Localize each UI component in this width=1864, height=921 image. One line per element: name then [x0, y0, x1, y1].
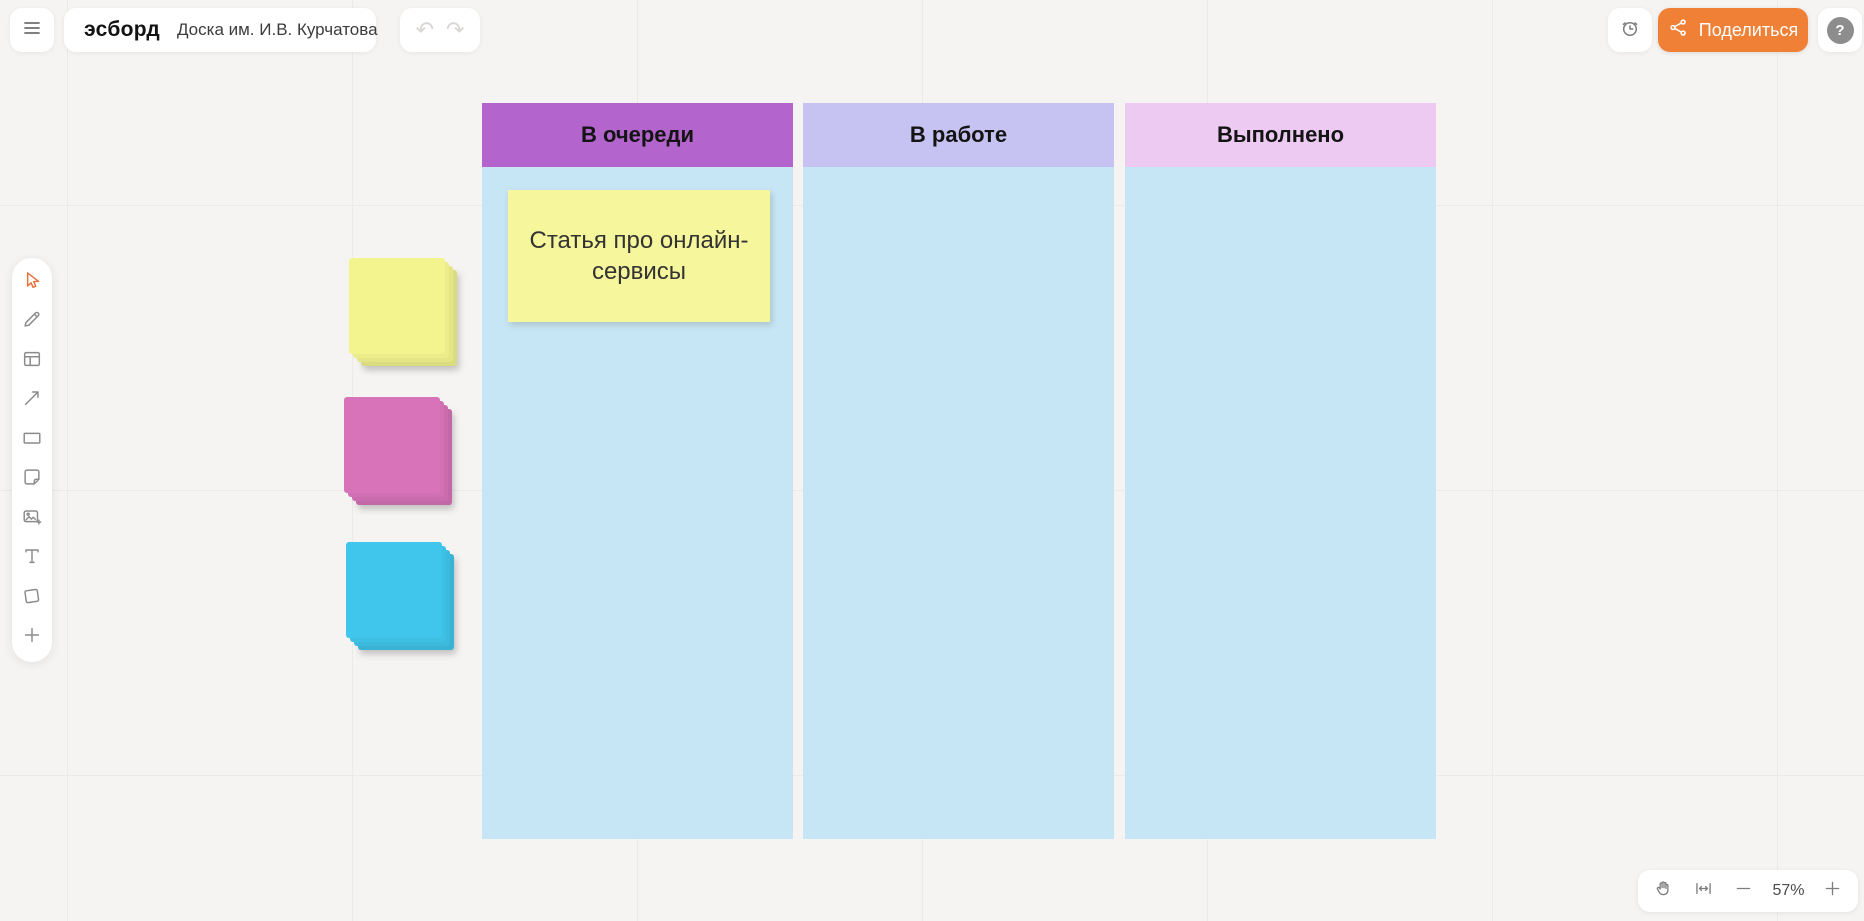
- image-plus-icon: [21, 506, 43, 533]
- share-button[interactable]: Поделиться: [1658, 8, 1808, 52]
- plus-icon: [21, 624, 43, 651]
- column-body[interactable]: Статья про онлайн-сервисы: [482, 167, 793, 839]
- pen-tool-button[interactable]: [20, 310, 44, 334]
- cursor-icon: [21, 269, 43, 296]
- hamburger-icon: [20, 16, 44, 45]
- help-button[interactable]: ?: [1818, 8, 1862, 52]
- arrow-icon: [21, 387, 43, 414]
- zoom-out-button[interactable]: [1732, 879, 1756, 903]
- frame-tool-button[interactable]: [20, 349, 44, 373]
- hand-tool-button[interactable]: [1651, 879, 1675, 903]
- undo-button[interactable]: ↶: [415, 17, 434, 42]
- zoom-controls: 57%: [1638, 870, 1858, 912]
- fit-width-icon: [1693, 878, 1714, 904]
- hamburger-menu-button[interactable]: [10, 8, 54, 52]
- shape-tool-button[interactable]: [20, 586, 44, 610]
- tools-panel: [12, 258, 52, 662]
- rotated-square-icon: [21, 585, 43, 612]
- pencil-icon: [21, 308, 43, 335]
- stopwatch-icon: [1618, 16, 1642, 45]
- app-logo: эсборд: [84, 18, 160, 41]
- connector-tool-button[interactable]: [20, 389, 44, 413]
- column-header[interactable]: В работе: [803, 103, 1114, 167]
- column-body[interactable]: [1125, 167, 1436, 839]
- zoom-in-button[interactable]: [1821, 879, 1845, 903]
- cyan-sticker-pad[interactable]: [346, 542, 454, 650]
- share-button-label: Поделиться: [1698, 19, 1799, 40]
- sticky-note[interactable]: Статья про онлайн-сервисы: [508, 190, 770, 322]
- zoom-level[interactable]: 57%: [1772, 882, 1805, 899]
- text-tool-button[interactable]: [20, 547, 44, 571]
- fit-to-screen-button[interactable]: [1691, 879, 1715, 903]
- sticky-note-icon: [21, 466, 43, 493]
- history-pill: ↶ ↷: [400, 8, 480, 52]
- yellow-sticker-pad[interactable]: [349, 258, 457, 366]
- sticker-sheet: [344, 397, 440, 493]
- board-title[interactable]: Доска им. И.В. Курчатова: [176, 20, 378, 39]
- board-info-pill: эсборд Доска им. И.В. Курчатова: [64, 8, 378, 52]
- select-tool-button[interactable]: [20, 270, 44, 294]
- hand-icon: [1653, 878, 1674, 904]
- column-body[interactable]: [803, 167, 1114, 839]
- sticky-note-tool-button[interactable]: [20, 468, 44, 492]
- sticker-sheet: [346, 542, 442, 638]
- question-mark-icon: ?: [1826, 16, 1854, 44]
- sticker-sheet: [349, 258, 445, 354]
- frame-icon: [21, 348, 43, 375]
- kanban-column-done[interactable]: Выполнено: [1125, 103, 1436, 839]
- redo-button[interactable]: ↷: [446, 17, 465, 42]
- kanban-column-in-progress[interactable]: В работе: [803, 103, 1114, 839]
- column-header[interactable]: В очереди: [482, 103, 793, 167]
- add-more-tool-button[interactable]: [20, 626, 44, 650]
- rectangle-tool-button[interactable]: [20, 428, 44, 452]
- text-icon: [21, 545, 43, 572]
- plus-icon: [1822, 878, 1843, 904]
- kanban-column-queue[interactable]: В очереди Статья про онлайн-сервисы: [482, 103, 793, 839]
- rectangle-icon: [21, 427, 43, 454]
- column-header[interactable]: Выполнено: [1125, 103, 1436, 167]
- pink-sticker-pad[interactable]: [344, 397, 452, 505]
- timer-button[interactable]: [1608, 8, 1652, 52]
- insert-image-tool-button[interactable]: [20, 507, 44, 531]
- share-icon: [1668, 17, 1690, 44]
- minus-icon: [1733, 878, 1754, 904]
